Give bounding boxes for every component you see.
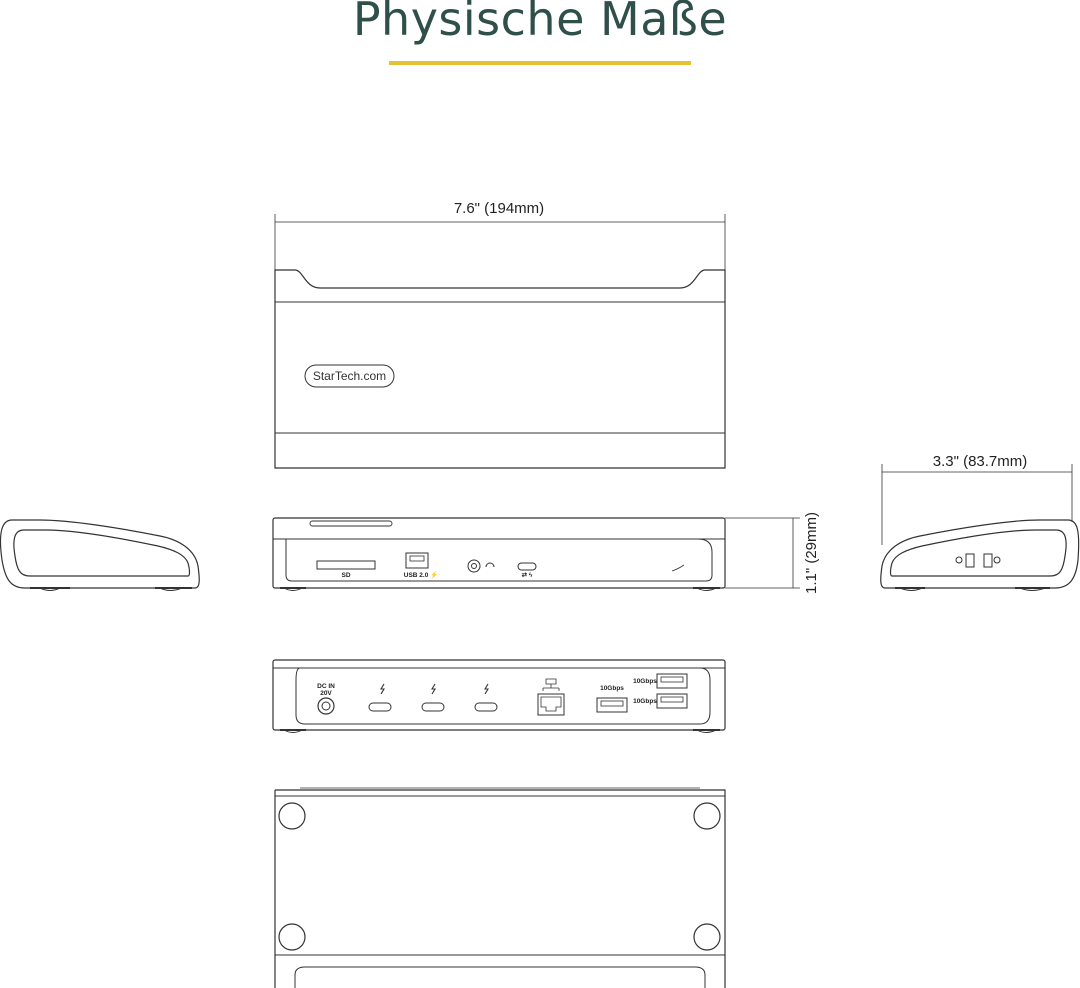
usb-a-port [405,552,429,569]
thunderbolt-port-1 [368,702,392,712]
thunderbolt-icon [484,683,489,695]
speed-label-1: 10Gbps [600,685,624,692]
dc-in-port [317,697,335,715]
thunderbolt-icon [380,683,385,695]
left-side-view [0,519,200,591]
rubber-foot [278,802,306,830]
audio-jack [467,559,481,573]
height-dimension-label: 1.1" (29mm) [803,512,820,594]
rear-usb-a-port-lower [656,693,688,709]
side-lock-slot-2 [983,553,993,568]
right-side-view [880,464,1080,591]
thunderbolt-icon [431,683,436,695]
network-icon [542,678,560,691]
sd-label: SD [341,572,350,579]
front-usb-c-port [517,562,537,571]
speed-label-3: 10Gbps [633,698,657,705]
lock-icon [955,556,963,564]
title-underline [389,61,691,65]
usb-c-label: ⇄ ϟ [522,571,533,579]
thunderbolt-port-2 [421,702,445,712]
usb-label: USB 2.0 ⚡ [404,571,438,579]
rubber-foot [278,923,306,951]
bottom-view [274,787,726,988]
dc-in-voltage-label: 20V [320,690,332,697]
thunderbolt-port-3 [474,702,498,712]
rear-usb-a-port-upper [656,673,688,689]
top-view [274,214,726,469]
ethernet-port [537,693,565,716]
sd-card-slot [316,560,376,570]
side-lock-slot [965,553,975,568]
brand-logo: StarTech.com [313,369,386,383]
rear-usb-a-port [596,697,628,713]
brand-logo-badge [304,364,395,388]
rubber-foot [693,802,721,830]
dc-in-label: DC IN [317,683,335,690]
width-dimension-label: 7.6" (194mm) [454,200,544,217]
front-logo-strip [309,520,393,527]
rear-view [272,659,726,733]
speed-label-2: 10Gbps [633,678,657,685]
page-title: Physische Maße [352,0,728,46]
lock-icon-2 [993,556,1001,564]
rubber-foot [693,923,721,951]
front-view [272,517,800,591]
headset-icon [485,562,495,568]
depth-dimension-label: 3.3" (83.7mm) [933,453,1028,470]
